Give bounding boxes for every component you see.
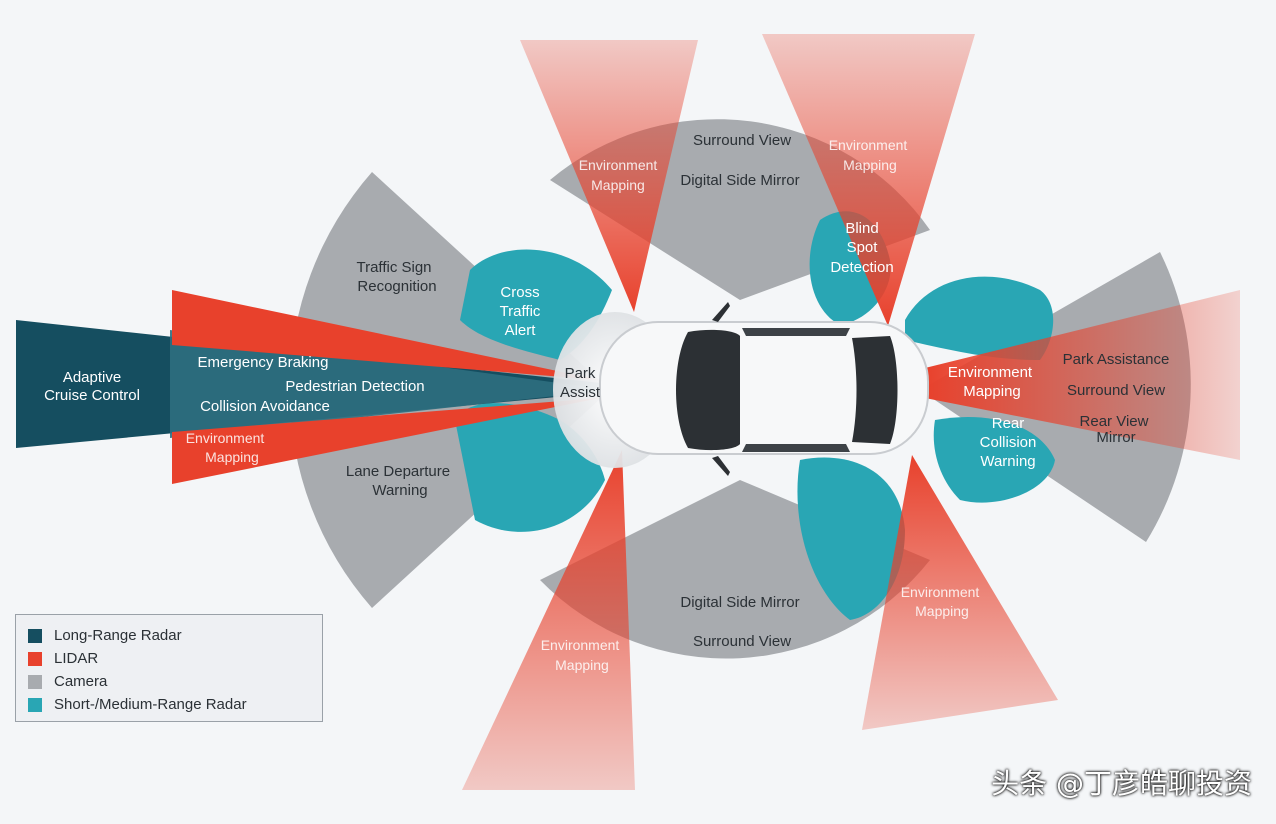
lidar-front-lower: [172, 398, 600, 484]
legend-label: Short-/Medium-Range Radar: [54, 696, 247, 713]
legend-item-camera: Camera: [28, 670, 322, 693]
lidar-top-left: [520, 40, 698, 312]
lidar-bottom-right: [862, 455, 1058, 730]
label-digital-side-mirror-top: Digital Side Mirror: [680, 172, 799, 189]
label-env-mapping-rear-1: Environment: [948, 364, 1033, 381]
label-env-mapping-bottom-right-1: Environment: [901, 584, 980, 600]
label-traffic-sign-1: Traffic Sign: [356, 259, 431, 276]
label-blind-spot-1: Blind: [845, 220, 878, 237]
lidar-bottom-left: [462, 450, 635, 790]
label-lane-departure-1: Lane Departure: [346, 463, 450, 480]
label-collision-avoidance: Collision Avoidance: [200, 398, 330, 415]
watermark: 头条 @丁彦皓聊投资: [991, 767, 1252, 800]
label-env-mapping-top-right-1: Environment: [829, 137, 908, 153]
legend-swatch: [28, 674, 42, 689]
legend-swatch: [28, 628, 42, 643]
lidar-front-upper: [172, 290, 600, 380]
label-rear-collision-3: Warning: [980, 453, 1035, 470]
label-adaptive-cruise-1: Adaptive: [63, 369, 121, 386]
label-cross-traffic-2: Traffic: [500, 303, 541, 320]
label-digital-side-mirror-bottom: Digital Side Mirror: [680, 594, 799, 611]
car-side-window-bottom: [742, 444, 850, 452]
srr-rear-upper: [905, 276, 1054, 360]
legend-item-short-medium-radar: Short-/Medium-Range Radar: [28, 693, 322, 716]
srr-rear-lower: [933, 416, 1055, 503]
label-env-mapping-top-left-2: Mapping: [591, 177, 645, 193]
label-emergency-braking: Emergency Braking: [198, 354, 329, 371]
car-windshield: [676, 329, 740, 451]
label-rear-view-2: Mirror: [1096, 429, 1135, 446]
label-rear-collision-1: Rear: [992, 415, 1025, 432]
car-side-window-top: [742, 328, 850, 336]
label-surround-view-rear: Surround View: [1067, 382, 1165, 399]
label-park-assist-1: Park: [565, 365, 596, 382]
legend-item-lidar: LIDAR: [28, 647, 322, 670]
lidar-rear: [925, 290, 1240, 460]
label-park-assist-2: Assist: [560, 384, 601, 401]
label-env-mapping-top-right-2: Mapping: [843, 157, 897, 173]
label-env-mapping-bottom-left-1: Environment: [541, 637, 620, 653]
label-rear-view-1: Rear View: [1080, 413, 1149, 430]
car-rear-window: [852, 336, 898, 444]
srr-bottom-right: [797, 457, 905, 620]
label-lane-departure-2: Warning: [372, 482, 427, 499]
legend: Long-Range Radar LIDAR Camera Short-/Med…: [15, 614, 323, 722]
legend-swatch: [28, 651, 42, 666]
legend-label: Long-Range Radar: [54, 627, 182, 644]
label-park-assistance: Park Assistance: [1063, 351, 1170, 368]
lidar-top-right: [762, 34, 975, 326]
label-blind-spot-3: Detection: [830, 259, 893, 276]
label-adaptive-cruise-2: Cruise Control: [44, 387, 140, 404]
label-env-mapping-bottom-right-2: Mapping: [915, 603, 969, 619]
label-cross-traffic-1: Cross: [500, 284, 539, 301]
label-env-mapping-front-1: Environment: [186, 430, 265, 446]
label-env-mapping-bottom-left-2: Mapping: [555, 657, 609, 673]
long-range-radar-inner: [170, 330, 610, 438]
label-env-mapping-front-2: Mapping: [205, 449, 259, 465]
legend-label: LIDAR: [54, 650, 99, 667]
legend-label: Camera: [54, 673, 108, 690]
label-surround-view-bottom: Surround View: [693, 633, 791, 650]
label-surround-view-top: Surround View: [693, 132, 791, 149]
legend-item-long-range-radar: Long-Range Radar: [28, 624, 322, 647]
car-mirror-top: [712, 302, 730, 322]
label-rear-collision-2: Collision: [980, 434, 1037, 451]
label-env-mapping-rear-2: Mapping: [963, 383, 1021, 400]
label-traffic-sign-2: Recognition: [357, 278, 436, 295]
car: [599, 302, 929, 476]
label-pedestrian-detection: Pedestrian Detection: [285, 378, 424, 395]
legend-swatch: [28, 697, 42, 712]
car-mirror-bottom: [712, 456, 730, 476]
label-blind-spot-2: Spot: [847, 239, 879, 256]
label-env-mapping-top-left-1: Environment: [579, 157, 658, 173]
label-cross-traffic-3: Alert: [505, 322, 537, 339]
